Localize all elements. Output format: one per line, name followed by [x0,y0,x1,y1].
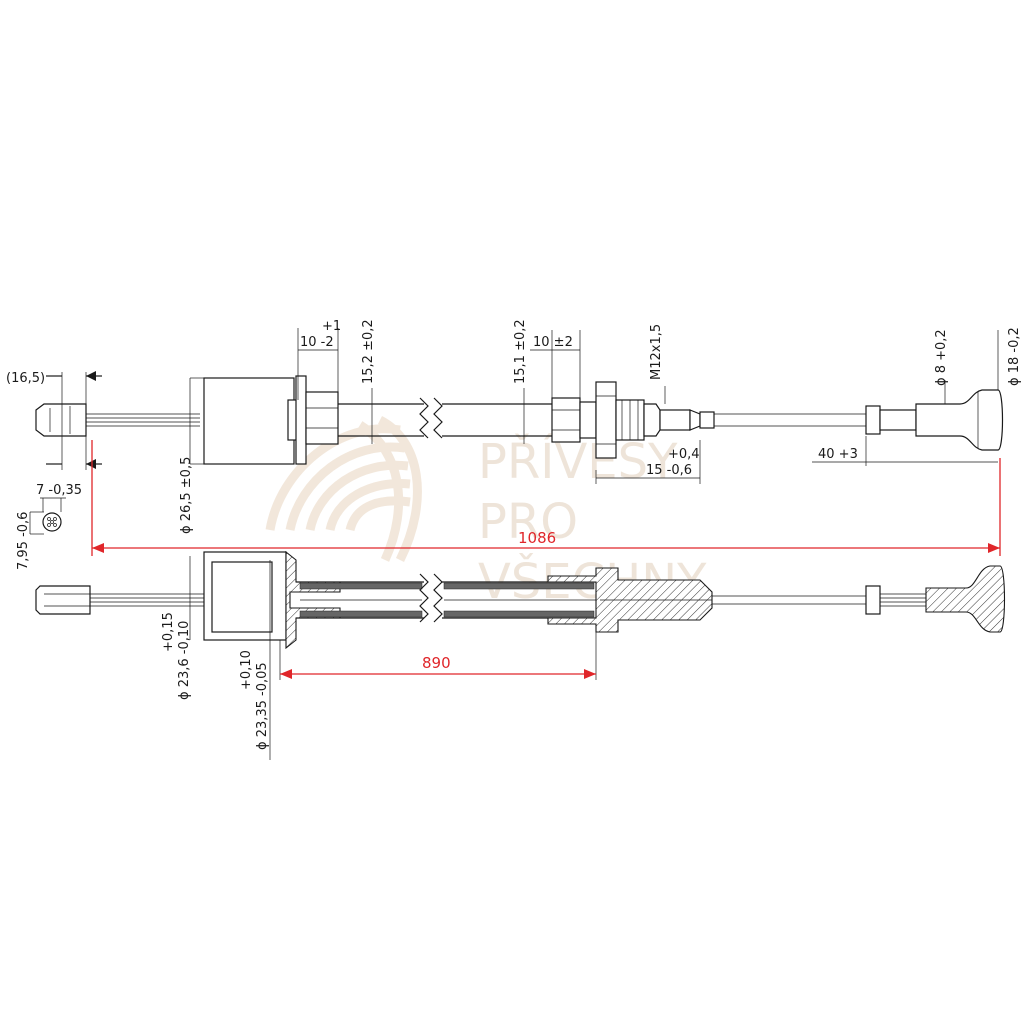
right-crimp [865,405,881,435]
dim-label-5: 10 -2 [300,335,334,350]
main-dimensions: 1086 890 [91,440,1001,679]
dim-label-7: ϕ 26,5 ±0,5 [179,457,194,534]
dimension-labels: (16,5) 7 -0,35 7,95 -0,6 +1 10 -2 15,2 ±… [6,319,1022,750]
total-length-label: 1086 [518,529,556,547]
dim-label-8: 15,1 ±0,2 [513,319,528,384]
dim-label-4: +1 [322,319,341,334]
section-view [35,550,1005,760]
dim-label-3: 7,95 -0,6 [16,512,31,570]
section-left-fork [35,585,91,615]
hex-nut-left [305,391,339,445]
hex-nut-right [551,397,581,443]
sheath-stopper [203,377,295,465]
sheath-length-label: 890 [422,654,451,672]
dim-label-18: +0,10 [239,650,254,690]
dim-label-12: 15 -0,6 [646,463,692,478]
pull-handle [915,389,1004,451]
left-fork-end [35,403,87,437]
lock-nut [595,381,617,459]
dim-label-6: 15,2 ±0,2 [361,319,376,384]
watermark-swirl-logo [265,415,422,563]
hex-section [42,512,62,532]
dim-label-2: 7 -0,35 [36,483,82,498]
dim-label-13: ϕ 8 +0,2 [934,329,949,386]
dim-label-14: ϕ 18 -0,2 [1007,327,1022,386]
dim-label-11: +0,4 [668,447,700,462]
dim-label-17: ϕ 23,6 -0,10 [177,621,192,700]
watermark-line-2: PRO [478,494,578,550]
dim-label-10: M12x1,5 [649,324,664,380]
dim-label-15: 40 +3 [818,447,858,462]
dim-label-1: (16,5) [6,371,45,386]
dim-label-19: ϕ 23,35 -0,05 [255,662,270,750]
dim-label-16: +0,15 [161,612,176,652]
dim-label-9: 10 ±2 [533,335,573,350]
section-pull-handle [925,565,1005,633]
top-view [29,328,1004,535]
